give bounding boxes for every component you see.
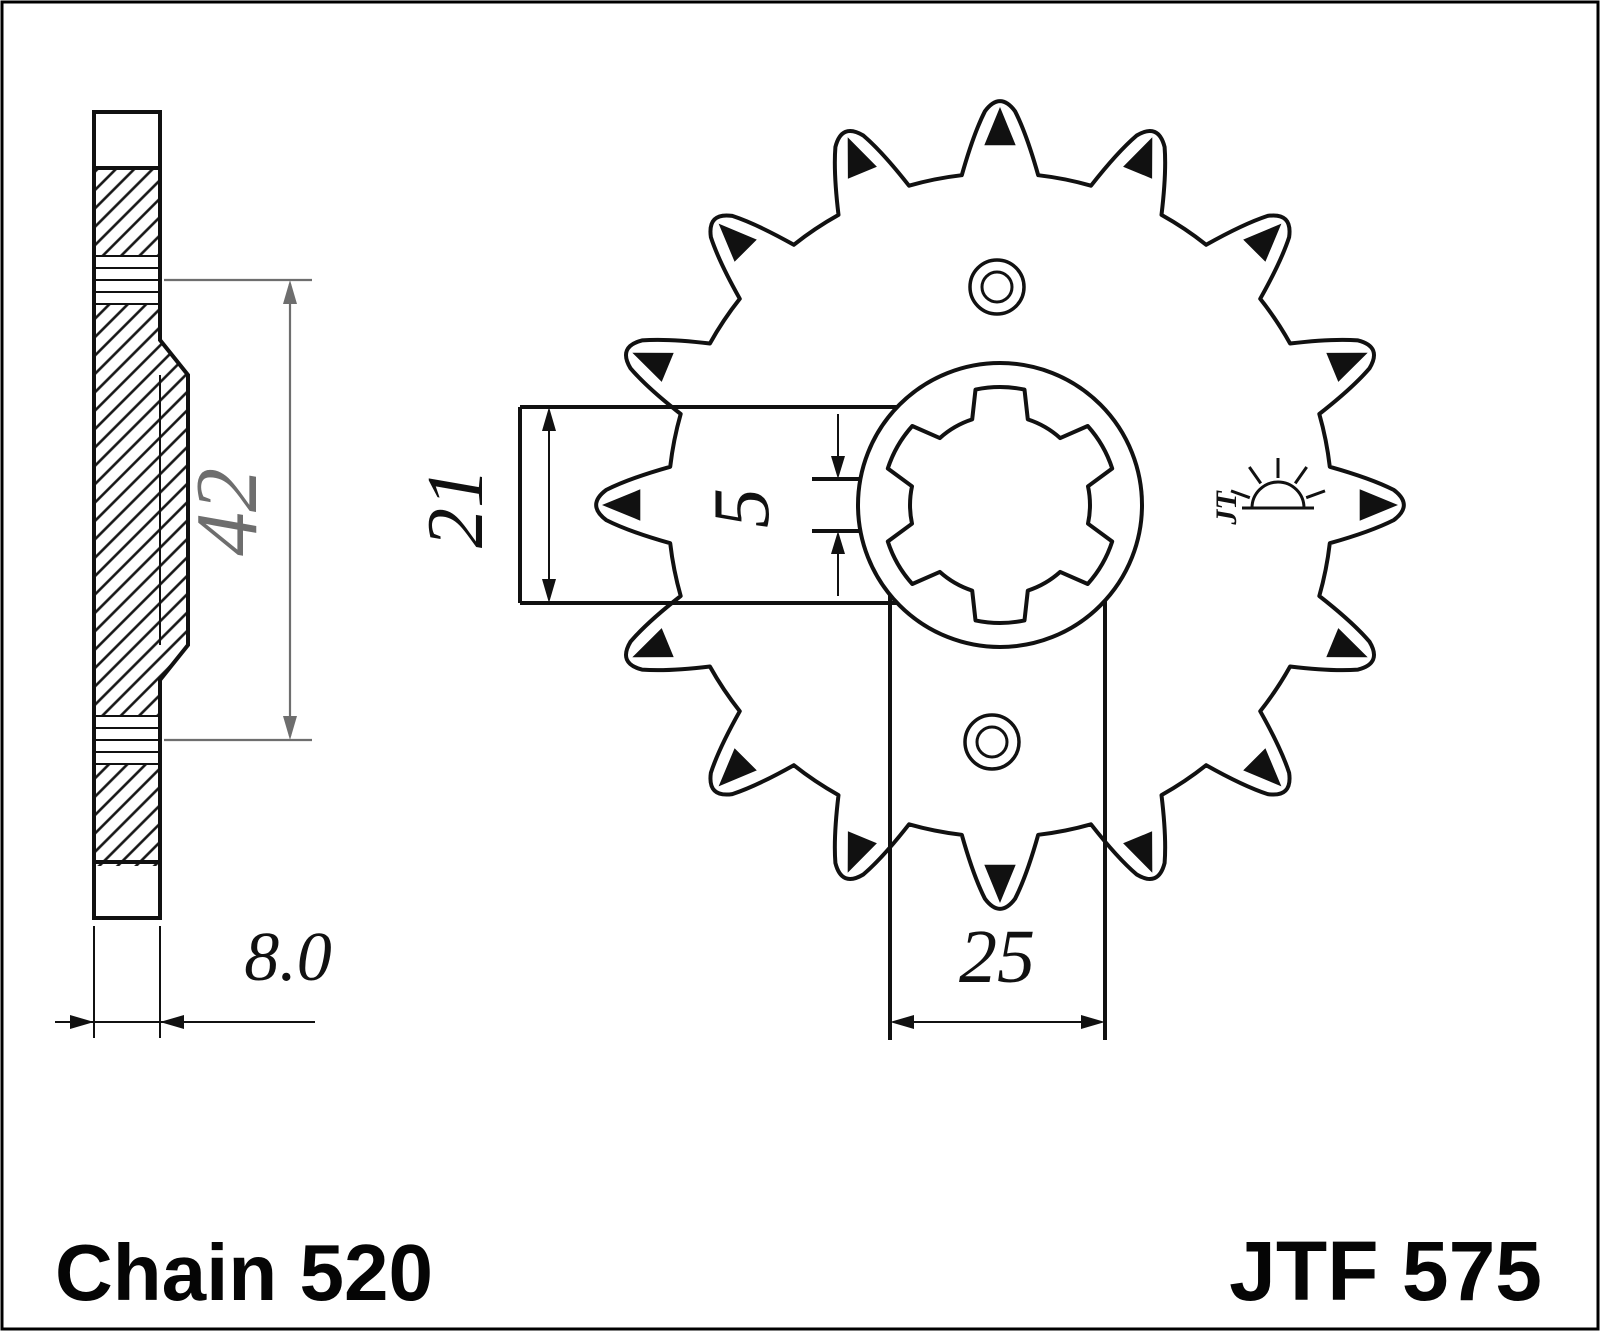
roller-seat-lower-lines: [94, 715, 160, 765]
dimension-42: 42: [164, 278, 312, 742]
lightening-holes: [963, 258, 1026, 771]
chain-size-label: Chain 520: [55, 1228, 433, 1317]
shaft-band-horizontal: [518, 405, 897, 605]
spline-bore: [885, 385, 1115, 625]
dimension-21: 21: [412, 407, 556, 603]
part-number-label: JTF 575: [1229, 1224, 1542, 1318]
arrow-down-icon: [831, 456, 845, 479]
arrow-left-icon: [160, 1015, 184, 1029]
arrow-right-icon: [70, 1015, 94, 1029]
arrow-down-icon: [542, 579, 556, 603]
logo-sun-icon: [1250, 480, 1306, 510]
jt-logo: JT: [1210, 458, 1326, 526]
hole-top-inner: [980, 270, 1014, 304]
arrow-right-icon: [1081, 1015, 1105, 1029]
top-tooth-tip-face: [96, 114, 158, 166]
hole-bottom-inner: [975, 725, 1009, 759]
jt-logo-text: JT: [1210, 490, 1243, 526]
arrow-up-icon: [542, 407, 556, 431]
dimension-8: 8.0: [55, 919, 332, 1038]
logo-sun-rays-icon: [1230, 458, 1326, 500]
arrow-up-icon: [283, 280, 297, 304]
arrow-left-icon: [890, 1015, 914, 1029]
roller-seat-upper-lines: [94, 255, 160, 305]
dimension-8-value: 8.0: [244, 919, 332, 996]
side-view: [92, 110, 190, 920]
front-view: [518, 99, 1406, 1040]
dimension-5: 5: [698, 414, 845, 596]
arrow-down-icon: [283, 716, 297, 740]
dimension-25: 25: [890, 915, 1105, 1029]
dimension-42-value: 42: [179, 468, 276, 556]
arrow-up-icon: [831, 531, 845, 554]
dimension-25-value: 25: [959, 915, 1035, 999]
bottom-tooth-tip-face: [96, 866, 158, 916]
sprocket-section-body: [92, 110, 190, 920]
dimension-5-value: 5: [698, 488, 786, 528]
dimension-21-value: 21: [412, 468, 500, 548]
